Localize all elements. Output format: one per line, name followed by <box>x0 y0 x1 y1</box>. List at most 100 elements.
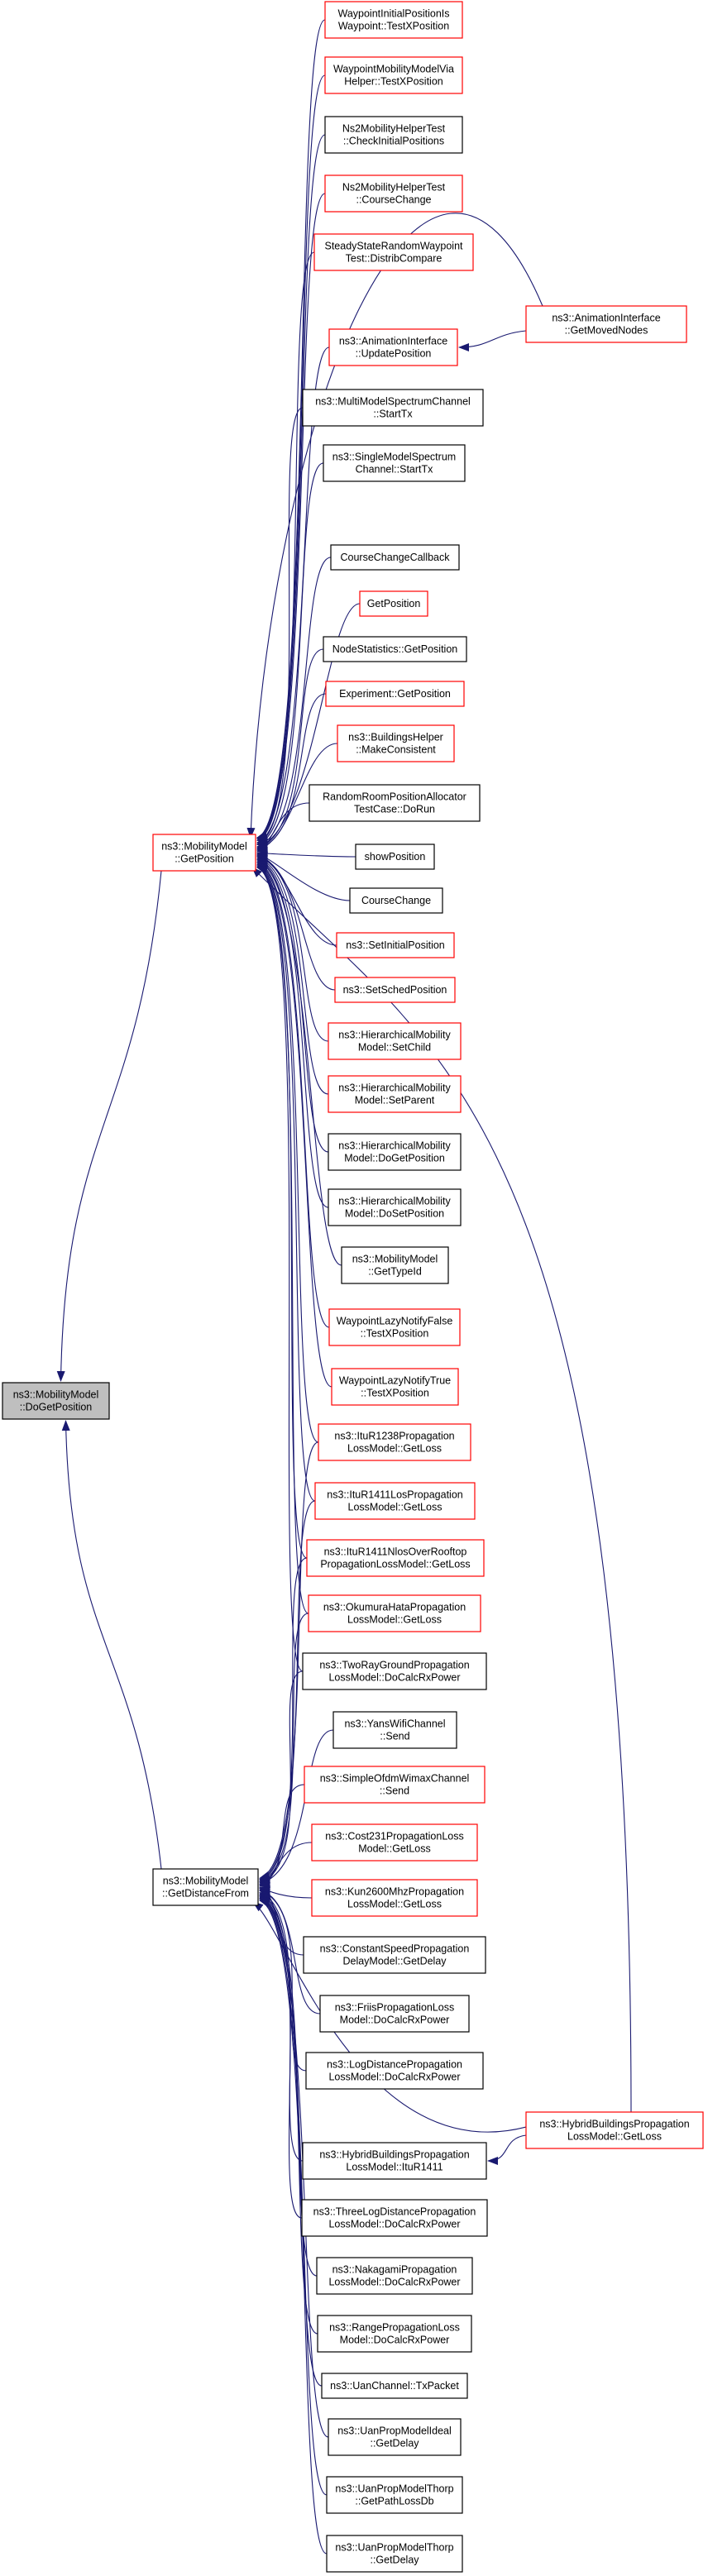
node-box <box>328 328 458 366</box>
node-anim-moved[interactable]: ns3::AnimationInterface::GetMovedNodes <box>525 305 687 343</box>
node-bhelper[interactable]: ns3::BuildingsHelper::MakeConsistent <box>337 724 455 762</box>
node-label-line: ns3::HierarchicalMobility <box>338 1140 451 1152</box>
node-hybrid-itu[interactable]: ns3::HybridBuildingsPropagationLossModel… <box>302 2142 487 2180</box>
edge-itu1238-to-getdist <box>259 1441 319 1880</box>
node-wp-helper[interactable]: WaypointMobilityModelViaHelper::TestXPos… <box>324 56 463 94</box>
node-box <box>308 1594 481 1632</box>
node-getdist[interactable]: ns3::MobilityModel::GetDistanceFrom <box>152 1868 259 1906</box>
node-itu1238[interactable]: ns3::ItuR1238PropagationLossModel::GetLo… <box>318 1423 471 1461</box>
node-randomroom[interactable]: RandomRoomPositionAllocatorTestCase::DoR… <box>309 784 481 822</box>
node-simpleofdm[interactable]: ns3::SimpleOfdmWimaxChannel::Send <box>304 1766 486 1804</box>
node-label-line: Model::DoCalcRxPower <box>340 2335 450 2346</box>
node-hier-doset[interactable]: ns3::HierarchicalMobilityModel::DoSetPos… <box>328 1188 462 1226</box>
node-hier-doget[interactable]: ns3::HierarchicalMobilityModel::DoGetPos… <box>328 1133 462 1171</box>
edge-wp_lazyfalse-to-getpos <box>256 861 330 1328</box>
node-label-line: ns3::MobilityModel <box>13 1389 99 1401</box>
node-box <box>341 1246 449 1284</box>
node-label-line: ns3::AnimationInterface <box>339 336 447 347</box>
node-box <box>325 681 465 707</box>
node-multimodel[interactable]: ns3::MultiModelSpectrumChannel::StartTx <box>302 389 484 427</box>
node-constspeed[interactable]: ns3::ConstantSpeedPropagationDelayModel:… <box>303 1936 486 1974</box>
node-coursechange[interactable]: CourseChange <box>349 887 443 914</box>
node-label-line: ::MakeConsistent <box>356 744 436 756</box>
node-uantx[interactable]: ns3::UanChannel::TxPacket <box>321 2373 468 2399</box>
edge-itu1411nlos-to-getpos <box>256 865 308 1559</box>
node-ns2-check[interactable]: Ns2MobilityHelperTest::CheckInitialPosit… <box>324 116 463 154</box>
node-box <box>359 590 428 617</box>
node-box <box>304 1766 486 1804</box>
edge-setsched-to-getpos <box>256 854 336 991</box>
node-range[interactable]: ns3::RangePropagationLossModel::DoCalcRx… <box>317 2315 472 2353</box>
node-ns2-course[interactable]: Ns2MobilityHelperTest::CourseChange <box>324 174 463 213</box>
edge-tworay-to-getdist <box>259 1670 304 1885</box>
node-label-line: ns3::MobilityModel <box>161 841 247 853</box>
node-setsched[interactable]: ns3::SetSchedPosition <box>334 977 456 1003</box>
node-label-line: ::UpdatePosition <box>356 348 432 360</box>
node-label-line: WaypointLazyNotifyFalse <box>337 1316 453 1327</box>
node-label-line: ::TestXPosition <box>361 1388 429 1399</box>
node-getposition[interactable]: GetPosition <box>359 590 428 617</box>
node-cost231[interactable]: ns3::Cost231PropagationLossModel::GetLos… <box>311 1823 478 1862</box>
node-box <box>309 784 481 822</box>
node-friis[interactable]: ns3::FriisPropagationLossModel::DoCalcRx… <box>319 1995 470 2033</box>
node-itu1411los[interactable]: ns3::ItuR1411LosPropagationLossModel::Ge… <box>314 1482 476 1520</box>
node-label-line: ::GetDelay <box>370 2554 419 2566</box>
node-itu1411nlos[interactable]: ns3::ItuR1411NlosOverRooftopPropagationL… <box>306 1539 485 1577</box>
node-mm-typeid[interactable]: ns3::MobilityModel::GetTypeId <box>341 1246 449 1284</box>
node-label-line: ns3::Kun2600MhzPropagation <box>325 1886 464 1898</box>
node-uanthorp-delay[interactable]: ns3::UanPropModelThorp::GetDelay <box>326 2535 463 2573</box>
node-wp-lazyfalse[interactable]: WaypointLazyNotifyFalse::TestXPosition <box>328 1308 461 1346</box>
node-setinit[interactable]: ns3::SetInitialPosition <box>336 932 455 958</box>
node-wp-initpos[interactable]: WaypointInitialPositionIsWaypoint::TestX… <box>324 1 463 39</box>
node-hier-setparent[interactable]: ns3::HierarchicalMobilityModel::SetParen… <box>328 1075 462 1113</box>
node-box <box>355 844 435 870</box>
node-label-line: Model::DoGetPosition <box>344 1153 445 1164</box>
node-steady[interactable]: SteadyStateRandomWaypointTest::DistribCo… <box>313 233 474 271</box>
node-label-line: Waypoint::TestXPosition <box>338 21 449 32</box>
node-hybrid-getloss[interactable]: ns3::HybridBuildingsPropagationLossModel… <box>525 2111 704 2149</box>
node-label-line: ns3::HierarchicalMobility <box>338 1030 451 1041</box>
node-label-line: ns3::FriisPropagationLoss <box>335 2002 455 2014</box>
edge-anim_moved-to-anim_update <box>458 330 527 351</box>
edge-anim_moved-to-getpos <box>246 213 543 839</box>
node-label-line: ns3::HybridBuildingsPropagation <box>539 2119 689 2130</box>
node-label-line: ns3::HierarchicalMobility <box>338 1196 451 1207</box>
node-label-line: ::GetTypeId <box>368 1266 422 1278</box>
node-label-line: ::Send <box>380 1731 409 1742</box>
node-label-line: DelayModel::GetDelay <box>342 1956 447 1967</box>
node-label-line: ::CheckInitialPositions <box>343 136 444 147</box>
node-label-line: ns3::UanPropModelIdeal <box>337 2425 452 2437</box>
node-uanideal[interactable]: ns3::UanPropModelIdeal::GetDelay <box>328 2418 462 2456</box>
node-wp-lazytrue[interactable]: WaypointLazyNotifyTrue::TestXPosition <box>331 1368 459 1406</box>
node-nakagami[interactable]: ns3::NakagamiPropagationLossModel::DoCal… <box>316 2257 473 2295</box>
node-getpos[interactable]: ns3::MobilityModel::GetPosition <box>152 834 256 872</box>
node-okumura[interactable]: ns3::OkumuraHataPropagationLossModel::Ge… <box>308 1594 481 1632</box>
node-label-line: ns3::ItuR1411LosPropagation <box>327 1489 463 1501</box>
edge-wp_lazytrue-to-getpos <box>256 862 332 1388</box>
node-label-line: ::GetDistanceFrom <box>162 1888 249 1900</box>
node-box <box>318 1423 471 1461</box>
node-label-line: LossModel::GetLoss <box>348 1502 442 1513</box>
node-nodestats[interactable]: NodeStatistics::GetPosition <box>323 636 467 662</box>
node-kun2600[interactable]: ns3::Kun2600MhzPropagationLossModel::Get… <box>311 1879 478 1917</box>
node-logdist[interactable]: ns3::LogDistancePropagationLossModel::Do… <box>305 2052 484 2090</box>
node-yans[interactable]: ns3::YansWifiChannel::Send <box>332 1711 457 1749</box>
node-showpos[interactable]: showPosition <box>355 844 435 870</box>
node-uanthorp-loss[interactable]: ns3::UanPropModelThorp::GetPathLossDb <box>326 2476 463 2514</box>
node-label-line: ns3::HybridBuildingsPropagation <box>319 2149 469 2161</box>
node-label-line: LossModel::ItuR1411 <box>346 2162 442 2173</box>
edge-itu1411los-to-getpos <box>256 864 316 1502</box>
node-threelog[interactable]: ns3::ThreeLogDistancePropagationLossMode… <box>301 2199 488 2237</box>
node-label-line: Model::GetLoss <box>358 1843 431 1855</box>
node-label-line: ::GetPathLossDb <box>355 2496 433 2507</box>
node-ccb[interactable]: CourseChangeCallback <box>330 544 460 571</box>
node-tworay[interactable]: ns3::TwoRayGroundPropagationLossModel::D… <box>302 1652 487 1690</box>
node-doget[interactable]: ns3::MobilityModel::DoGetPosition <box>2 1382 110 1420</box>
node-anim-update[interactable]: ns3::AnimationInterface::UpdatePosition <box>328 328 458 366</box>
edge-friis-to-getdist <box>259 1888 321 2014</box>
node-box <box>326 2535 463 2573</box>
node-label-line: ns3::SetInitialPosition <box>346 939 445 951</box>
node-experiment[interactable]: Experiment::GetPosition <box>325 681 465 707</box>
